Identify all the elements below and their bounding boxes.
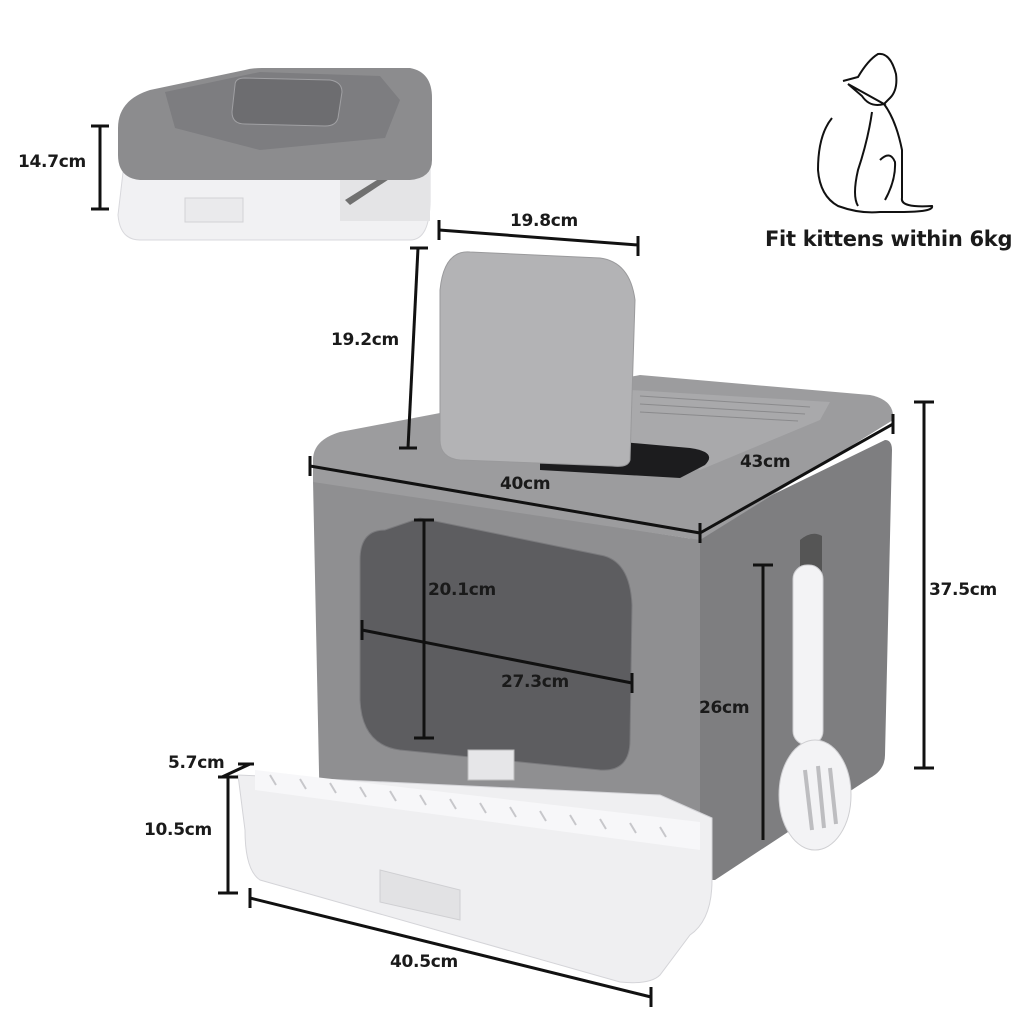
door-height-label: 20.1cm [428, 580, 496, 600]
total-height-label: 37.5cm [929, 580, 997, 600]
side-height-label: 26cm [699, 698, 750, 718]
drawer-height-label: 10.5cm [144, 820, 212, 840]
top-width-label: 40cm [500, 474, 551, 494]
lid-width-label: 19.8cm [510, 211, 578, 231]
lid-height-label: 19.2cm [331, 330, 399, 350]
dimension-lines [218, 220, 934, 1007]
litter-drawer [237, 770, 713, 984]
litter-scoop [778, 564, 852, 851]
top-lid-flap [439, 251, 636, 467]
folded-litter-box [117, 68, 432, 241]
folded-height-label: 14.7cm [18, 152, 86, 172]
drawer-lip-label: 5.7cm [168, 753, 225, 773]
door-width-label: 27.3cm [501, 672, 569, 692]
depth-label: 43cm [740, 452, 791, 472]
drawer-width-label: 40.5cm [390, 952, 458, 972]
folded-height-bar [91, 124, 109, 211]
weight-caption: Fit kittens within 6kg [765, 227, 1013, 251]
cat-outline-icon [816, 52, 934, 214]
